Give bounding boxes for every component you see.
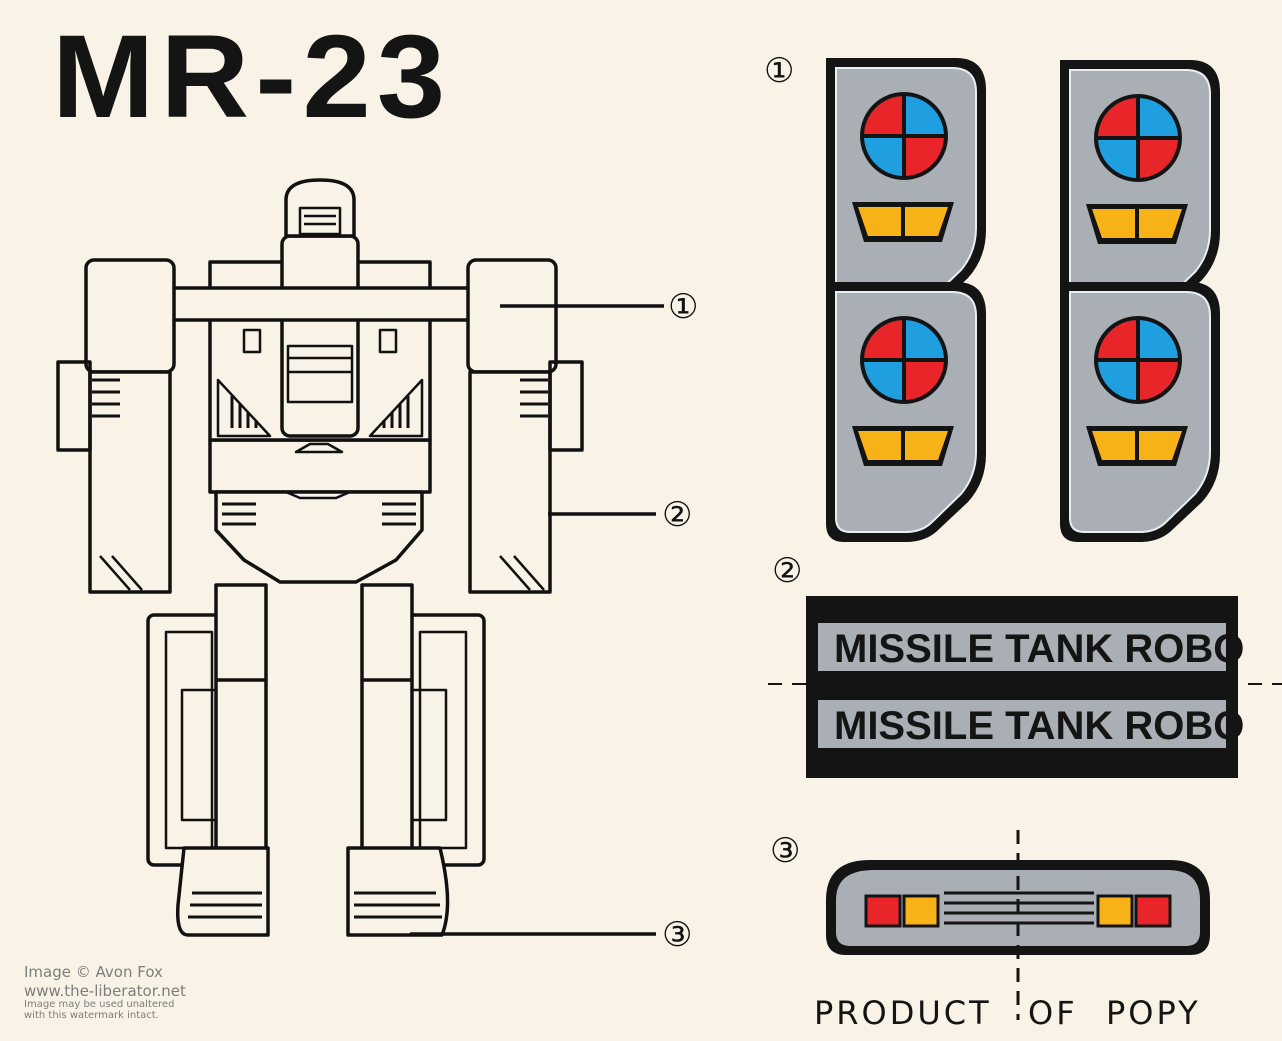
footer-of: OF: [1028, 994, 1078, 1032]
footer-popy: POPY: [1106, 994, 1201, 1032]
decal-2-strip: MISSILE TANK ROBO MISSILE TANK ROBO: [768, 596, 1282, 778]
decal-2-label: ②: [772, 551, 802, 591]
decal-crest-bottom-left: [824, 280, 988, 544]
pelvis: [214, 490, 424, 584]
left-leg: [214, 583, 268, 877]
decal-crest-top-right: [1058, 58, 1222, 322]
watermark-credit: Image © Avon Fox: [24, 963, 163, 981]
watermark-note-1: Image may be used unaltered: [24, 999, 175, 1010]
footer-product: PRODUCT: [814, 994, 992, 1032]
watermark-note-2: with this watermark intact.: [24, 1010, 159, 1021]
left-arm-upper: [84, 258, 176, 374]
decal-crest-top-left: [824, 56, 988, 320]
decal-2-text-bottom: MISSILE TANK ROBO: [834, 704, 1244, 748]
left-arm-lower: [88, 370, 172, 594]
decal-1-crests: [824, 56, 1222, 544]
decal-crest-bottom-right: [1058, 280, 1222, 544]
robot-line-drawing: [56, 178, 584, 937]
right-arm-upper: [466, 258, 558, 374]
right-tread: [402, 613, 486, 867]
callout-2: ②: [662, 495, 692, 535]
decal-3-panel: [826, 830, 1210, 1020]
right-arm-lower: [468, 370, 552, 594]
watermark-url: www.the-liberator.net: [24, 982, 186, 1000]
page-title: MR-23: [52, 11, 452, 143]
decal-2-text-top: MISSILE TANK ROBO: [834, 627, 1244, 671]
shoulder-bar: [148, 286, 492, 322]
decal-3-label: ③: [770, 831, 800, 871]
callout-3: ③: [662, 915, 692, 955]
callout-1: ①: [668, 287, 698, 327]
callout-leaders: [410, 304, 664, 936]
right-leg: [360, 583, 414, 877]
decal-1-label: ①: [764, 51, 794, 91]
